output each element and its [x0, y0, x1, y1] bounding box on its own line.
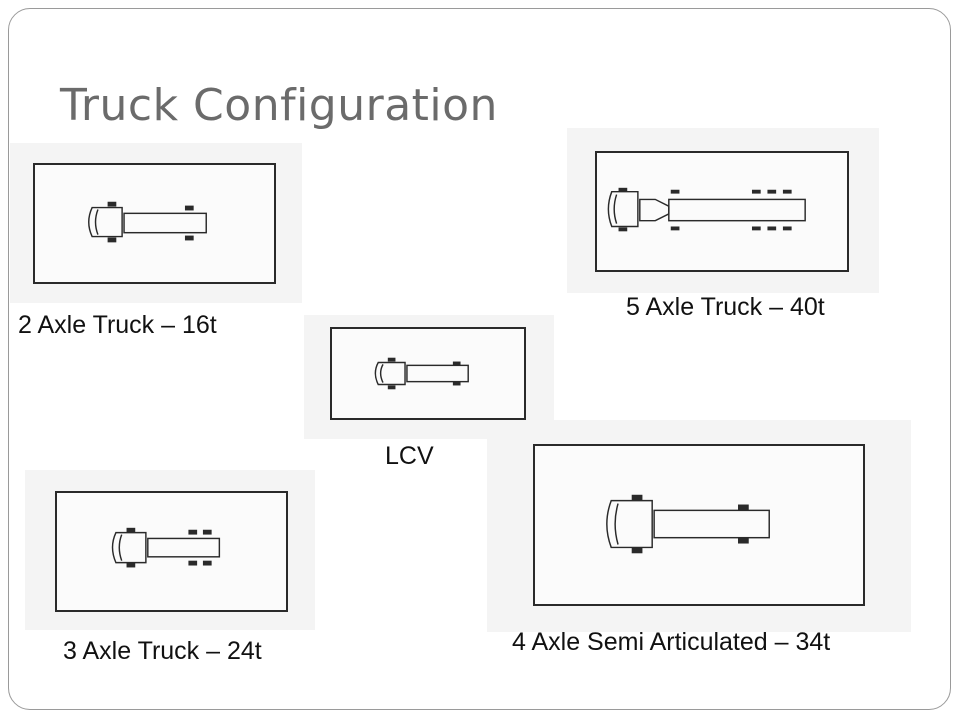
front-wheel-top: [631, 494, 643, 501]
three-axle-truck-drawing: [111, 527, 221, 568]
five-axle-truck-drawing: [607, 187, 806, 232]
coupling-shape: [639, 198, 670, 222]
rear-wheel-bottom: [452, 381, 461, 386]
caption-lcv: LCV: [385, 442, 434, 470]
caption-two-axle: 2 Axle Truck – 16t: [18, 311, 217, 339]
caption-three-axle: 3 Axle Truck – 24t: [63, 637, 262, 665]
windshield-line: [613, 194, 618, 224]
rear-wheel-top: [738, 504, 749, 511]
rear-wheel-2-bottom: [202, 560, 212, 566]
drive-wheel-top: [670, 189, 680, 194]
two-axle-truck-drawing: [88, 201, 207, 243]
diagram-two-axle-truck: [33, 163, 276, 284]
front-wheel-top: [126, 527, 136, 533]
rear-wheel-2-top: [202, 529, 212, 535]
front-wheel-top: [107, 201, 117, 207]
rear-wheel-1-bottom: [188, 560, 198, 566]
caption-four-axle-semi: 4 Axle Semi Articulated – 34t: [512, 628, 831, 656]
front-wheel-top: [387, 357, 396, 362]
cab-shape: [607, 190, 639, 228]
rear-wheel-1-top: [188, 529, 198, 535]
steer-wheel-bottom: [618, 227, 628, 232]
diagram-lcv: [330, 327, 526, 420]
rear-wheel-bottom: [184, 235, 194, 241]
drive-wheel-bottom: [670, 226, 680, 231]
trailer-rectangle: [653, 509, 770, 539]
front-wheel-bottom: [107, 237, 117, 243]
trailer-wheel-2-top: [767, 189, 777, 194]
trailer-wheel-3-top: [782, 189, 792, 194]
windshield-line: [118, 534, 123, 561]
diagram-five-axle-truck: [595, 151, 849, 272]
rear-wheel-top: [452, 361, 461, 366]
rear-wheel-top: [184, 205, 194, 211]
caption-five-axle: 5 Axle Truck – 40t: [626, 293, 825, 321]
diagram-three-axle-truck: [55, 491, 288, 612]
body-rectangle: [147, 537, 221, 558]
rear-wheel-bottom: [738, 537, 749, 544]
front-wheel-bottom: [631, 547, 643, 554]
front-wheel-bottom: [387, 385, 396, 390]
windshield-line: [614, 503, 619, 545]
cab-shape: [111, 531, 147, 564]
windshield-line: [379, 364, 384, 383]
front-wheel-bottom: [126, 562, 136, 568]
trailer-wheel-2-bottom: [767, 226, 777, 231]
trailer-wheel-1-bottom: [751, 226, 761, 231]
four-axle-semi-drawing: [606, 494, 770, 554]
windshield-line: [94, 209, 99, 235]
steer-wheel-top: [618, 187, 628, 192]
body-rectangle: [406, 364, 469, 383]
cab-shape: [606, 499, 653, 549]
page-title: Truck Configuration: [60, 80, 498, 131]
cab-shape: [374, 361, 406, 386]
lcv-drawing: [374, 357, 469, 390]
diagram-four-axle-semi-articulated: [533, 444, 865, 606]
body-rectangle: [123, 212, 207, 234]
cab-shape: [88, 206, 123, 238]
trailer-wheel-3-bottom: [782, 226, 792, 231]
trailer-rectangle: [668, 198, 806, 222]
trailer-wheel-1-top: [751, 189, 761, 194]
